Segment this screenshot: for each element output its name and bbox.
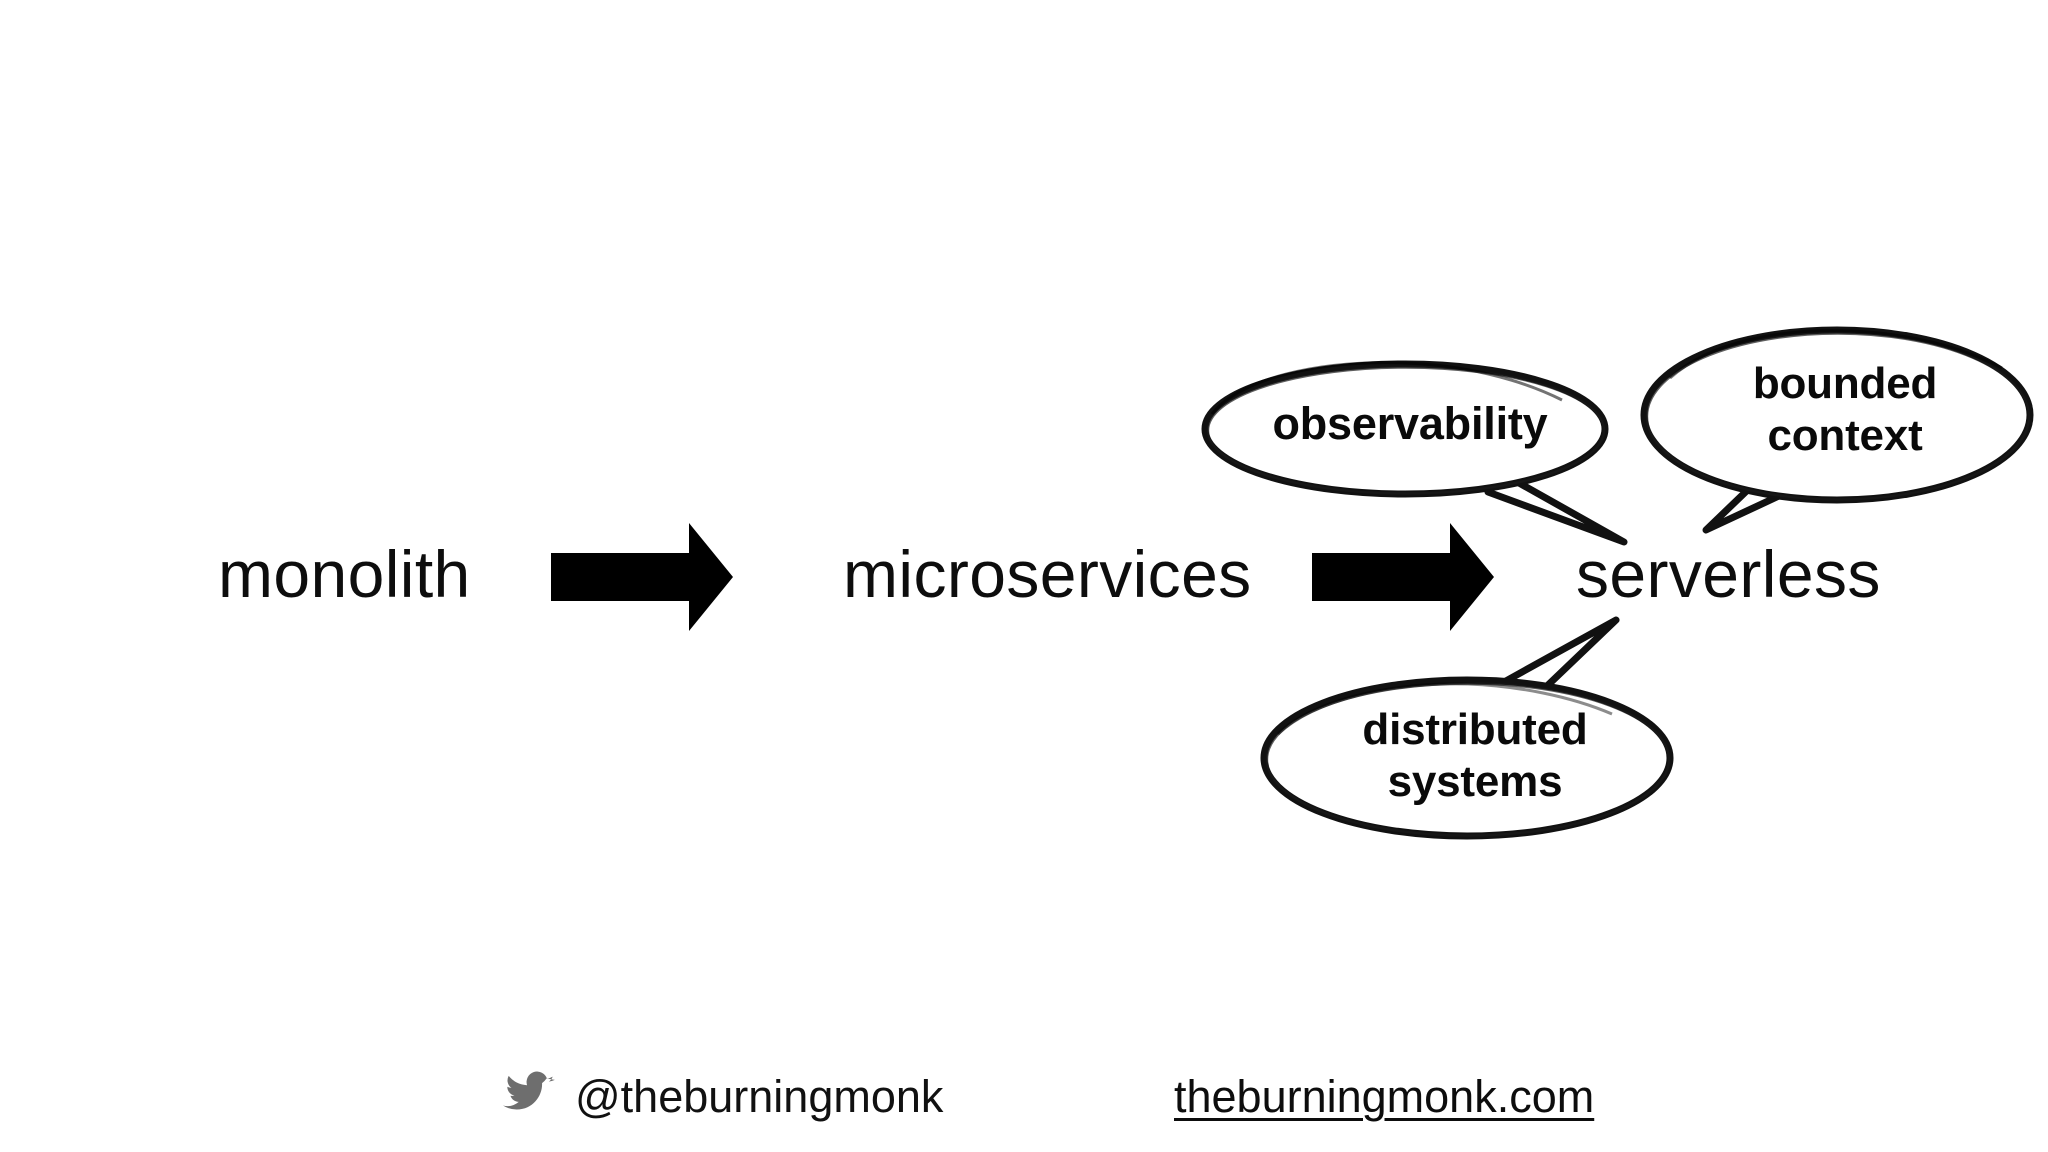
- footer: @theburningmonk theburningmonk.com: [0, 1066, 2048, 1146]
- callout-distributed-systems: distributed systems: [1260, 608, 1690, 848]
- stage-label-monolith: monolith: [218, 537, 471, 611]
- right-block-arrow-icon-2: [1310, 521, 1496, 633]
- website-link[interactable]: theburningmonk.com: [1174, 1071, 1595, 1122]
- right-block-arrow-icon-1: [549, 521, 735, 633]
- twitter-bird-icon: [503, 1071, 555, 1110]
- twitter-credit[interactable]: @theburningmonk: [503, 1070, 943, 1122]
- callout-observability: observability: [1200, 352, 1628, 552]
- stage-label-microservices: microservices: [843, 537, 1252, 611]
- stage-label-serverless: serverless: [1576, 537, 1881, 611]
- callout-bounded-context: bounded context: [1640, 322, 2048, 542]
- twitter-handle-text: @theburningmonk: [575, 1070, 944, 1122]
